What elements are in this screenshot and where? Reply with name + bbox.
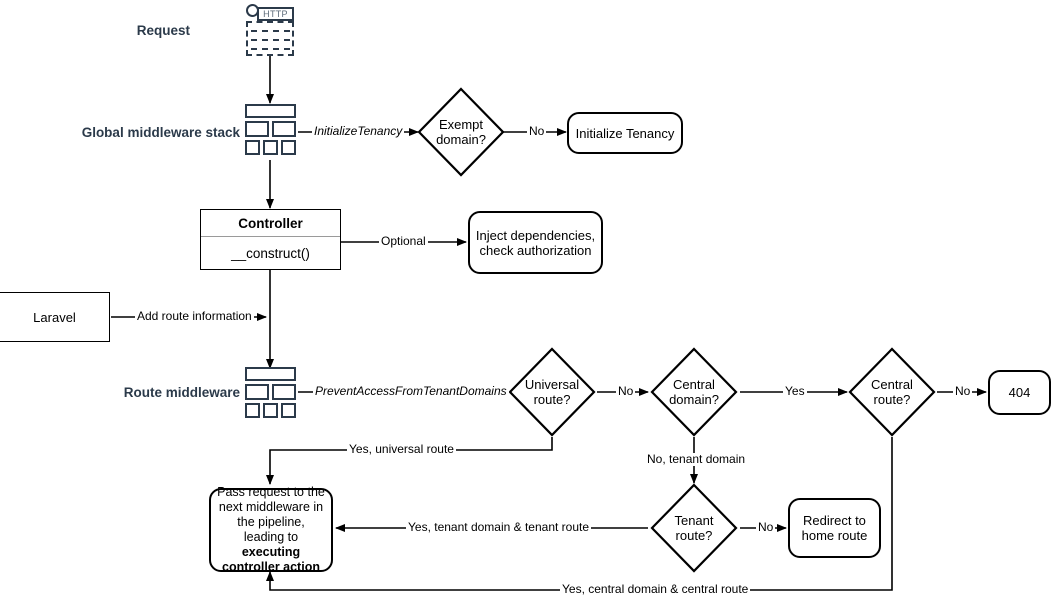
node-redirect-home[interactable]: Redirect to home route xyxy=(788,498,881,558)
decision-exempt-domain[interactable]: Exempt domain? xyxy=(417,87,505,177)
edge-label-prevent-access: PreventAccessFromTenantDomains xyxy=(313,384,509,398)
label-request: Request xyxy=(136,23,190,38)
edge-label-initialize-tenancy: InitializeTenancy xyxy=(312,124,405,138)
http-body-icon xyxy=(246,21,294,56)
http-protocol-tag: HTTP xyxy=(257,7,294,21)
edge-label-central-domain-yes: Yes xyxy=(783,384,807,398)
node-pass-request-text-1: Pass request to the next middleware in t… xyxy=(217,485,325,544)
node-controller[interactable]: Controller __construct() xyxy=(200,209,341,270)
decision-central-route[interactable]: Central route? xyxy=(848,347,936,437)
node-redirect-home-label: Redirect to home route xyxy=(801,513,868,543)
edge-label-optional: Optional xyxy=(379,234,428,248)
edge-label-yes-tenant-domain-tenant-route: Yes, tenant domain & tenant route xyxy=(406,520,592,534)
node-initialize-tenancy[interactable]: Initialize Tenancy xyxy=(567,112,683,154)
node-inject-dependencies-label: Inject dependencies, check authorization xyxy=(475,227,596,258)
edge-label-exempt-no: No xyxy=(527,124,547,138)
node-pass-request[interactable]: Pass request to the next middleware in t… xyxy=(209,485,333,575)
node-pass-request-text-2: executing controller action xyxy=(222,545,320,574)
global-middleware-stack-icon xyxy=(245,104,296,158)
node-controller-title: Controller xyxy=(201,210,340,237)
edge-label-add-route-information: Add route information xyxy=(135,309,254,323)
route-middleware-stack-icon xyxy=(245,367,296,421)
decision-universal-route[interactable]: Universal route? xyxy=(508,347,596,437)
decision-central-domain[interactable]: Central domain? xyxy=(650,347,738,437)
node-pass-request-label: Pass request to the next middleware in t… xyxy=(217,485,325,575)
node-laravel[interactable]: Laravel xyxy=(0,292,110,342)
node-inject-dependencies[interactable]: Inject dependencies, check authorization xyxy=(468,211,603,274)
node-initialize-tenancy-label: Initialize Tenancy xyxy=(575,125,675,141)
edge-label-yes-central-domain-central-route: Yes, central domain & central route xyxy=(560,582,751,596)
node-laravel-label: Laravel xyxy=(33,309,76,325)
http-request-icon: HTTP xyxy=(246,4,296,58)
node-404[interactable]: 404 xyxy=(988,370,1051,415)
node-controller-member: __construct() xyxy=(231,245,310,261)
decision-tenant-route[interactable]: Tenant route? xyxy=(650,483,738,573)
edge-label-universal-no: No xyxy=(616,384,636,398)
edge-label-yes-universal-route: Yes, universal route xyxy=(347,442,456,456)
edge-label-no-tenant-domain: No, tenant domain xyxy=(645,452,748,466)
edge-label-tenant-route-no: No xyxy=(756,520,776,534)
label-route-middleware: Route middleware xyxy=(123,385,240,400)
label-global-middleware-stack: Global middleware stack xyxy=(81,125,240,140)
edge-label-central-route-no: No xyxy=(953,384,973,398)
node-404-label: 404 xyxy=(1008,385,1031,400)
